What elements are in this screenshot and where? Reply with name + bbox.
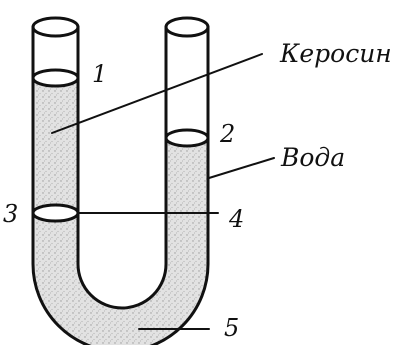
label-kerosene: Керосин bbox=[279, 39, 392, 68]
kerosene-pointer-line bbox=[51, 53, 263, 134]
kerosene-surface-1 bbox=[31, 68, 80, 88]
label-water: Вода bbox=[280, 143, 345, 172]
label-point-1: 1 bbox=[92, 60, 107, 88]
tube-outer-wall bbox=[31, 25, 210, 345]
label-point-5: 5 bbox=[224, 314, 239, 342]
water-surface-2 bbox=[164, 128, 210, 148]
interface-surface-3 bbox=[31, 203, 80, 223]
right-arm-opening bbox=[164, 16, 210, 38]
label-point-2: 2 bbox=[219, 120, 235, 148]
water-pointer-line bbox=[208, 157, 275, 179]
label-point-3: 3 bbox=[3, 200, 18, 228]
left-arm-opening bbox=[31, 16, 80, 38]
label-point-4: 4 bbox=[228, 205, 244, 233]
tube-inner-wall bbox=[76, 25, 168, 310]
